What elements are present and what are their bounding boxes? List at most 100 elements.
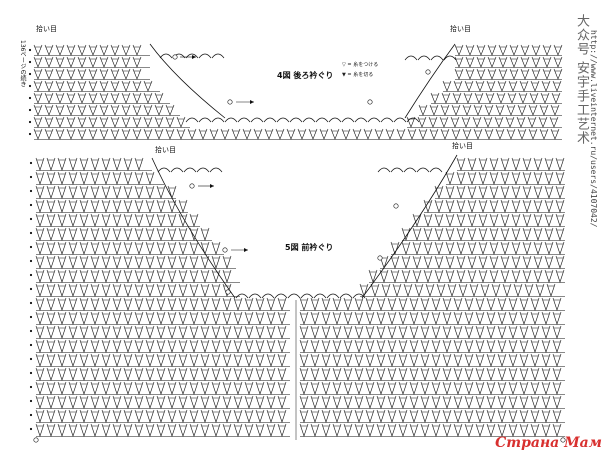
chart4-arrow-2-head <box>250 100 254 104</box>
chart5-row-tick-5 <box>29 231 33 235</box>
chart5-row-left-1 <box>35 171 155 185</box>
chart5-row-right-15 <box>299 367 562 381</box>
side-url: http://www.liveinternet.ru/users/4107042… <box>589 30 598 228</box>
chart4-row-right-1 <box>454 56 563 68</box>
chart5-arrow-1-head <box>210 184 214 188</box>
chart5-row-tick-11 <box>29 315 33 319</box>
chart5-row-tick-3 <box>29 203 33 207</box>
chart4-row-left-6 <box>33 116 186 128</box>
chart5-row-left-19 <box>35 423 287 437</box>
chart5-row-right-2 <box>434 185 565 199</box>
chart4-row-tick-2 <box>28 72 32 76</box>
chart4-row-tick-3 <box>28 84 32 88</box>
chart4-scallop-bottom <box>185 117 420 123</box>
chart5-marker-4 <box>377 255 383 261</box>
chart4-row-left-4 <box>33 92 164 104</box>
chart4-row-right-4 <box>430 92 561 104</box>
chart5-row-left-2 <box>35 185 177 199</box>
chart4-marker-1 <box>172 54 178 60</box>
chart5-row-left-14 <box>35 353 287 367</box>
page-reference: 136ページの続き <box>19 40 26 88</box>
chart5-row-tick-14 <box>29 357 33 361</box>
chart4-row-tick-6 <box>28 120 32 124</box>
chart4-title: 4図 後ろ衿ぐり <box>277 71 334 80</box>
chart5-row-tick-17 <box>29 399 33 403</box>
chart4-row-left-3 <box>33 80 153 92</box>
pickup-label-left-bottom: 拾い目 <box>155 146 176 154</box>
chart5-row-right-0 <box>456 157 565 171</box>
chart5-row-tick-1 <box>29 175 33 179</box>
chart5-row-left-17 <box>35 395 287 409</box>
legend-cut: ▼ = 糸を切る <box>342 72 374 78</box>
chart4-row-tick-5 <box>28 108 32 112</box>
chart5-row-left-5 <box>35 227 210 241</box>
chart5-row-left-8 <box>35 269 232 283</box>
chart5-row-tick-2 <box>29 189 33 193</box>
chart5-row-right-9 <box>359 283 556 297</box>
chart5-marker-base-right <box>560 437 566 443</box>
legend-attach: ▽ = 糸をつける <box>342 62 379 68</box>
chart5-row-left-11 <box>35 311 287 325</box>
chart4-row-left-2 <box>33 68 142 80</box>
chart5-row-right-6 <box>390 241 565 255</box>
side-cjk-text: 大众号 安宇手工艺术 <box>574 14 589 146</box>
chart5-marker-3 <box>225 289 231 295</box>
chart5-row-left-13 <box>35 339 287 353</box>
chart4-marker-4 <box>425 69 431 75</box>
chart5-scallop-left <box>157 167 223 173</box>
chart5-row-right-12 <box>299 325 562 339</box>
chart5-row-tick-7 <box>29 259 33 263</box>
chart5-row-right-19 <box>299 423 562 437</box>
chart4-scallop-right <box>404 55 457 61</box>
chart5-title: 5図 前衿ぐり <box>285 243 334 252</box>
watermark-logo: Страна Мам <box>495 435 602 451</box>
chart5-row-tick-10 <box>29 301 33 305</box>
chart5-scallop-bottom <box>235 293 366 299</box>
chart4-row-tick-0 <box>28 48 32 52</box>
chart4-row-tick-4 <box>28 96 32 100</box>
chart5-row-left-9 <box>35 283 232 297</box>
legend: ▽ = 糸をつける ▼ = 糸を切る <box>342 60 378 80</box>
chart5-row-right-16 <box>299 381 562 395</box>
chart5-row-left-10 <box>35 297 287 311</box>
chart4-row-left-0 <box>33 44 142 56</box>
chart5-row-tick-8 <box>29 273 33 277</box>
chart4-row-right-0 <box>454 44 563 56</box>
chart5-row-tick-9 <box>29 287 33 291</box>
chart4-row-tick-1 <box>28 60 32 64</box>
chart5-row-left-3 <box>35 199 188 213</box>
chart5-row-left-12 <box>35 325 287 339</box>
chart4-row-tick-7 <box>28 132 32 136</box>
chart4-row-right-6 <box>406 116 559 128</box>
chart5-row-left-0 <box>35 157 144 171</box>
chart4-arrow-1-head <box>192 55 196 59</box>
chart5-row-right-1 <box>445 171 565 185</box>
chart5-neck-edge-right <box>361 154 458 299</box>
chart5-row-tick-13 <box>29 343 33 347</box>
chart5-row-left-6 <box>35 241 221 255</box>
chart5-row-right-17 <box>299 395 562 409</box>
pickup-label-right-top: 拾い目 <box>450 25 471 33</box>
chart5-row-tick-4 <box>29 217 33 221</box>
chart5-row-left-7 <box>35 255 232 269</box>
chart5-row-right-4 <box>412 213 565 227</box>
chart4-row-left-5 <box>33 104 175 116</box>
chart5-marker-1 <box>189 183 195 189</box>
chart4-row-left-1 <box>33 56 142 68</box>
chart4-row-right-3 <box>442 80 562 92</box>
chart5-row-left-4 <box>35 213 199 227</box>
chart5-row-left-15 <box>35 367 287 381</box>
chart4-scallop-left <box>159 53 225 59</box>
chart5-arrow-2-head <box>244 248 248 252</box>
chart5-row-tick-16 <box>29 385 33 389</box>
chart5-row-right-10 <box>299 297 562 311</box>
chart4-marker-3 <box>367 99 373 105</box>
chart5-scallop-right <box>377 167 443 173</box>
chart4-row-right-5 <box>418 104 560 116</box>
chart5-row-right-14 <box>299 353 562 367</box>
chart4-neck-edge-right <box>404 43 456 119</box>
chart5-row-right-11 <box>299 311 562 325</box>
chart5-neck-edge-left <box>151 157 236 299</box>
chart5-row-tick-15 <box>29 371 33 375</box>
